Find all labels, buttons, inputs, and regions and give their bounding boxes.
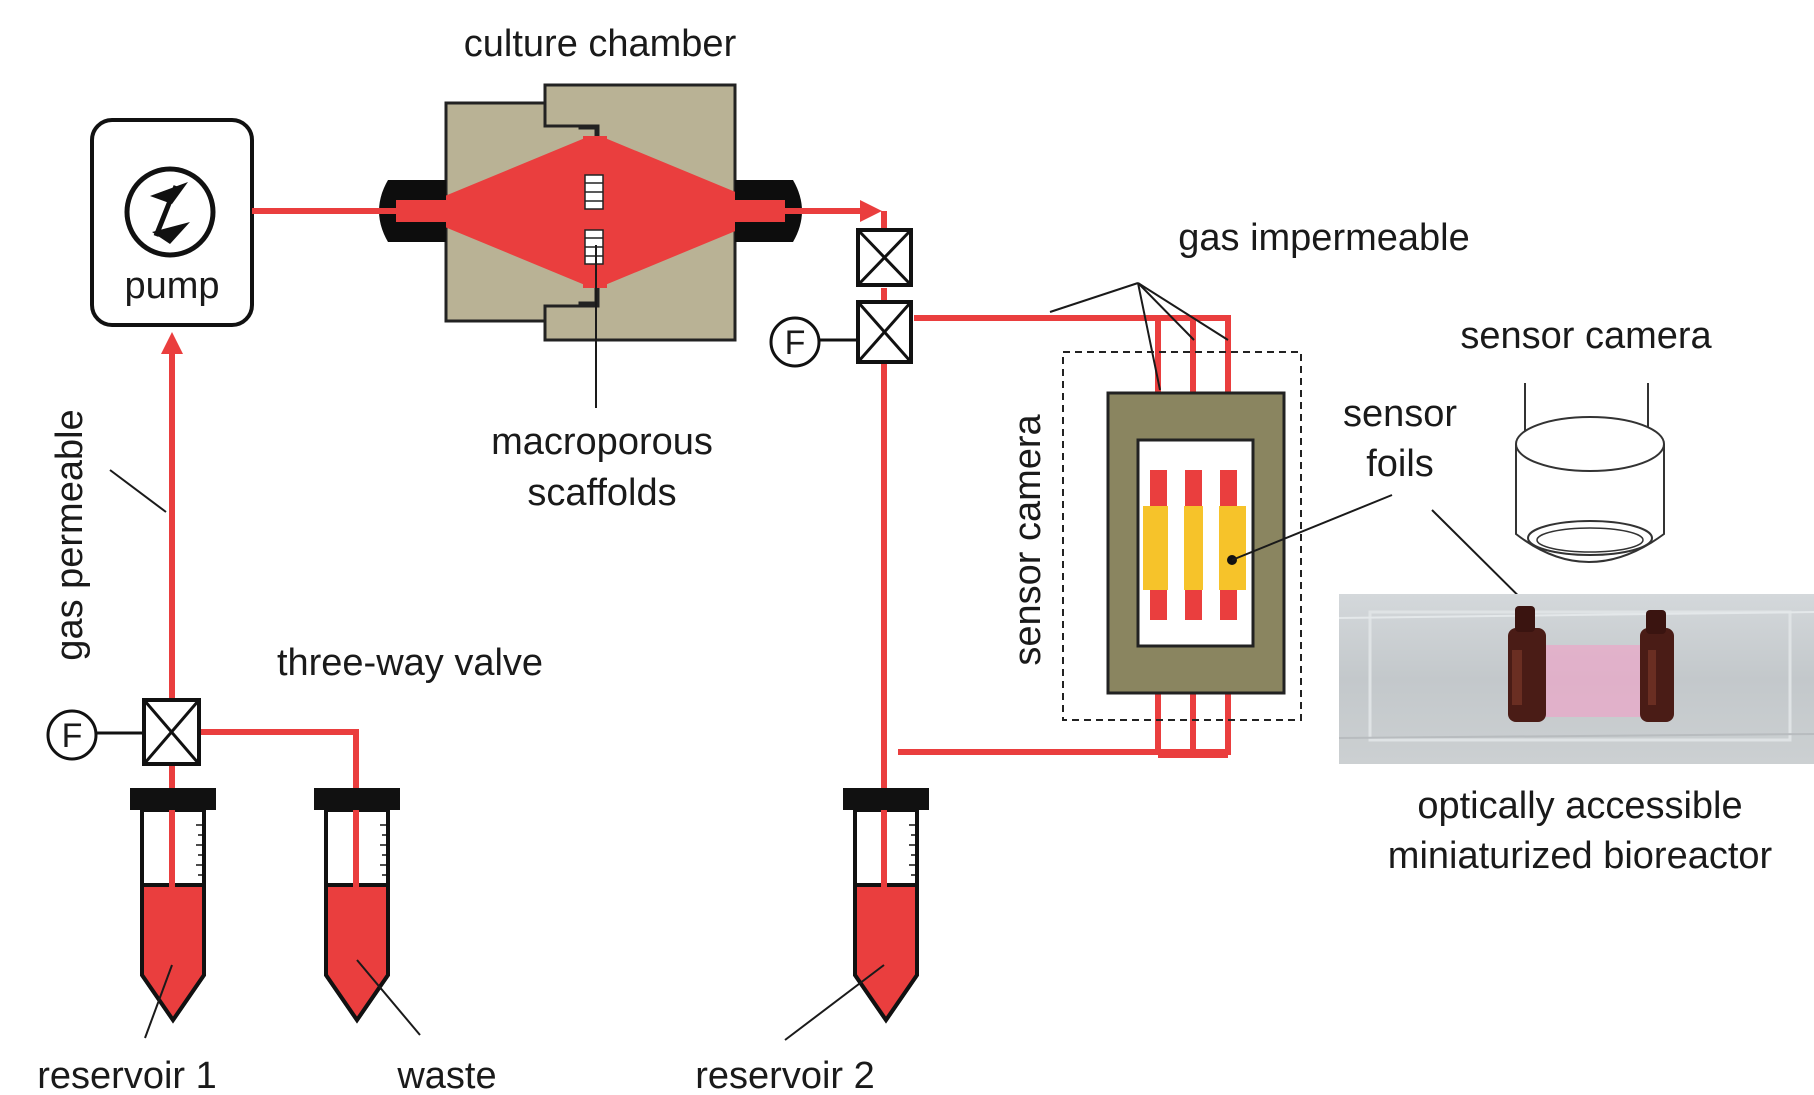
pump: pump [90, 118, 254, 327]
sensor-camera-field [1062, 351, 1302, 721]
sensor-channels [1143, 470, 1246, 620]
flow-sensor-right-label: F [785, 324, 806, 362]
flow-arrow-pump [161, 332, 183, 354]
culture-chamber: culture chamber [379, 23, 802, 342]
three-way-valve-left[interactable] [142, 698, 201, 766]
foils-label: foils [1366, 443, 1434, 485]
culture-chamber-label: culture chamber [464, 23, 737, 65]
valve-right-upper[interactable] [856, 228, 913, 287]
sensor-camera-top-label: sensor camera [1460, 315, 1712, 357]
photo-connector-left [1508, 606, 1546, 722]
flow-arrow-outlet [860, 200, 882, 222]
gas-permeable-leader [109, 469, 167, 513]
flow-sensor-right: F [769, 316, 858, 368]
bioreactor-photo [1338, 594, 1814, 764]
reservoir-1-label: reservoir 1 [37, 1055, 217, 1095]
optically-accessible-label: optically accessible [1417, 785, 1742, 827]
sensor-foil-strip [1143, 506, 1246, 590]
sensor-assembly [1062, 351, 1302, 721]
valve-right-lower[interactable] [856, 300, 913, 364]
scaffold-stack-lower [584, 229, 604, 265]
scaffold-stack-upper [584, 174, 604, 210]
sensor-camera-vertical-label: sensor camera [1007, 413, 1049, 665]
sensor-label: sensor [1343, 393, 1457, 435]
pink-sensor-foil [1542, 645, 1642, 717]
foils-leader-to-sensor [1231, 494, 1393, 561]
miniaturized-bioreactor-label: miniaturized bioreactor [1388, 835, 1773, 877]
reservoir-2-label: reservoir 2 [695, 1055, 875, 1095]
reservoir-1-leader [144, 964, 173, 1039]
pump-icon [124, 166, 216, 258]
gas-impermeable-label: gas impermeable [1178, 217, 1469, 259]
macroporous-label: macroporous [491, 421, 713, 463]
chamber-flow-cavity [395, 138, 585, 285]
sensor-camera-icon [1515, 383, 1665, 563]
three-way-valve-label: three-way valve [277, 642, 543, 684]
gas-impermeable-leaders [1049, 282, 1229, 391]
photo-connector-right [1640, 610, 1674, 722]
flow-sensor-left: F [46, 709, 144, 761]
scaffolds-label: scaffolds [527, 472, 676, 514]
pump-label: pump [124, 265, 219, 307]
gas-permeable-label: gas permeable [49, 409, 91, 660]
reservoir-2-leader [784, 964, 885, 1041]
waste-leader [356, 959, 421, 1036]
waste-label: waste [396, 1055, 496, 1095]
chamber-outlet-fitting [733, 180, 802, 242]
flow-sensor-left-label: F [62, 717, 83, 755]
